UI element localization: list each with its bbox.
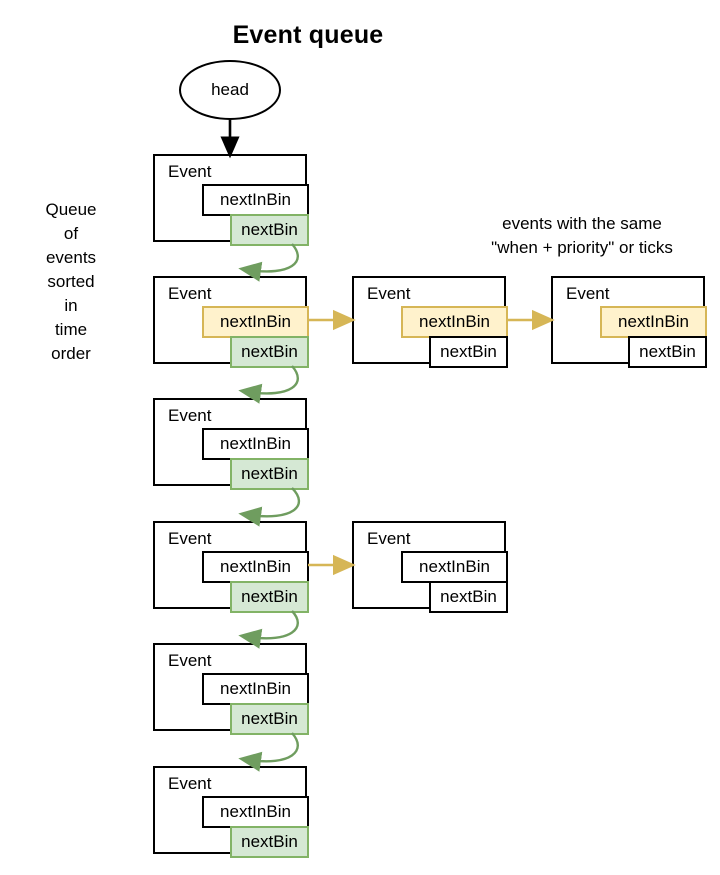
next-in-bin-field: nextInBin [202, 428, 309, 460]
bin-event-box: Event nextInBin nextBin [551, 276, 707, 368]
next-bin-arrow-5-6 [238, 732, 299, 772]
next-bin-field: nextBin [429, 336, 508, 368]
next-in-bin-field: nextInBin [202, 306, 309, 338]
next-bin-arrow-2-3 [238, 365, 299, 404]
event-box: Event nextInBin nextBin [153, 643, 309, 735]
next-in-bin-field: nextInBin [202, 673, 309, 705]
event-box: Event nextInBin nextBin [153, 276, 309, 368]
event-box: Event nextInBin nextBin [153, 521, 309, 613]
event-box: Event nextInBin nextBin [153, 766, 309, 858]
next-bin-field: nextBin [230, 336, 309, 368]
next-in-bin-field: nextInBin [202, 551, 309, 583]
next-bin-field: nextBin [628, 336, 707, 368]
event-label: Event [168, 284, 212, 303]
head-node-label: head [211, 80, 249, 99]
event-label: Event [168, 651, 212, 670]
event-box: Event nextInBin nextBin [153, 154, 309, 246]
event-label: Event [367, 284, 411, 303]
next-in-bin-field: nextInBin [202, 184, 309, 216]
event-label: Event [168, 162, 212, 181]
event-label: Event [168, 406, 212, 425]
next-in-bin-field: nextInBin [600, 306, 707, 338]
bin-event-box: Event nextInBin nextBin [352, 521, 508, 613]
event-label: Event [168, 529, 212, 548]
next-bin-arrow-3-4 [238, 487, 300, 527]
next-bin-arrow-4-5 [238, 610, 299, 649]
next-bin-field: nextBin [429, 581, 508, 613]
bin-event-box: Event nextInBin nextBin [352, 276, 508, 368]
event-label: Event [566, 284, 610, 303]
diagram-title: Event queue [232, 21, 384, 49]
next-bin-arrow-1-2 [238, 243, 299, 282]
next-in-bin-field: nextInBin [401, 306, 508, 338]
next-in-bin-field: nextInBin [401, 551, 508, 583]
event-label: Event [367, 529, 411, 548]
event-box: Event nextInBin nextBin [153, 398, 309, 490]
event-label: Event [168, 774, 212, 793]
right-annotation: events with the same "when + priority" o… [491, 214, 673, 257]
next-bin-field: nextBin [230, 458, 309, 490]
next-bin-field: nextBin [230, 826, 309, 858]
left-annotation: Queue of events sorted in time order [45, 200, 97, 363]
next-bin-field: nextBin [230, 581, 309, 613]
next-bin-field: nextBin [230, 214, 309, 246]
next-in-bin-field: nextInBin [202, 796, 309, 828]
head-node: head [179, 60, 281, 120]
next-bin-field: nextBin [230, 703, 309, 735]
